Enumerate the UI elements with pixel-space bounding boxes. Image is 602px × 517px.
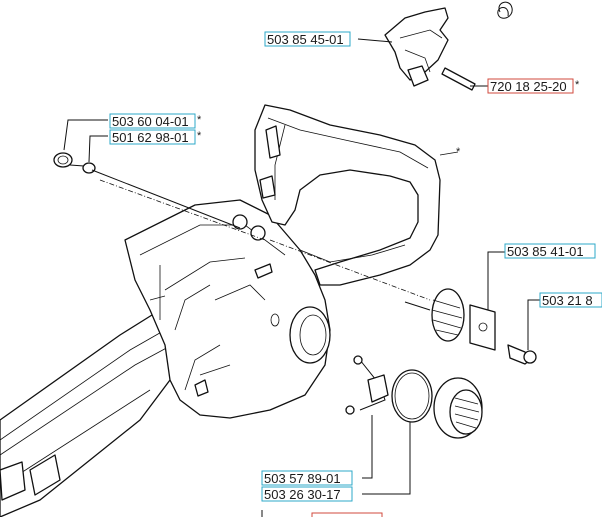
part-callout-5[interactable]: 503 85 41-01: [504, 243, 596, 259]
handle-marker-text: *: [456, 146, 461, 158]
bushing-parts-illustration: [53, 152, 96, 174]
part-callout-7[interactable]: 503 57 89-01: [261, 470, 353, 486]
part-callout-4[interactable]: 501 62 98-01 *: [109, 129, 202, 145]
part-callout-1[interactable]: 503 85 45-01: [264, 31, 351, 47]
part-number-label: 503 60 04-01: [112, 114, 189, 129]
part-suffix-mark: *: [575, 79, 580, 91]
partial-callout-box: [311, 512, 383, 517]
part-number-label: 503 85 41-01: [507, 244, 584, 259]
part-callout-6[interactable]: 503 21 8: [539, 292, 602, 308]
guard-part-illustration: [384, 1, 513, 91]
part-callout-2[interactable]: 720 18 25-20 *: [487, 78, 580, 94]
part-number-label: 503 26 30-17: [264, 487, 341, 502]
part-callout-8[interactable]: 503 26 30-17: [261, 486, 353, 502]
part-callout-3[interactable]: 503 60 04-01 *: [109, 113, 202, 129]
leader-lines: [63, 38, 540, 517]
part-suffix-mark: *: [197, 130, 202, 142]
part-number-label: 503 57 89-01: [264, 471, 341, 486]
spring-assembly-illustration: [404, 288, 537, 365]
part-number-label: 503 21 8: [542, 293, 593, 308]
part-number-label: 501 62 98-01: [112, 130, 189, 145]
part-number-label: 503 85 45-01: [267, 32, 344, 47]
cap-parts-illustration: [345, 355, 483, 439]
part-suffix-mark: *: [197, 114, 202, 126]
housing-illustration: *: [0, 104, 461, 517]
part-number-label: 720 18 25-20: [490, 79, 567, 94]
